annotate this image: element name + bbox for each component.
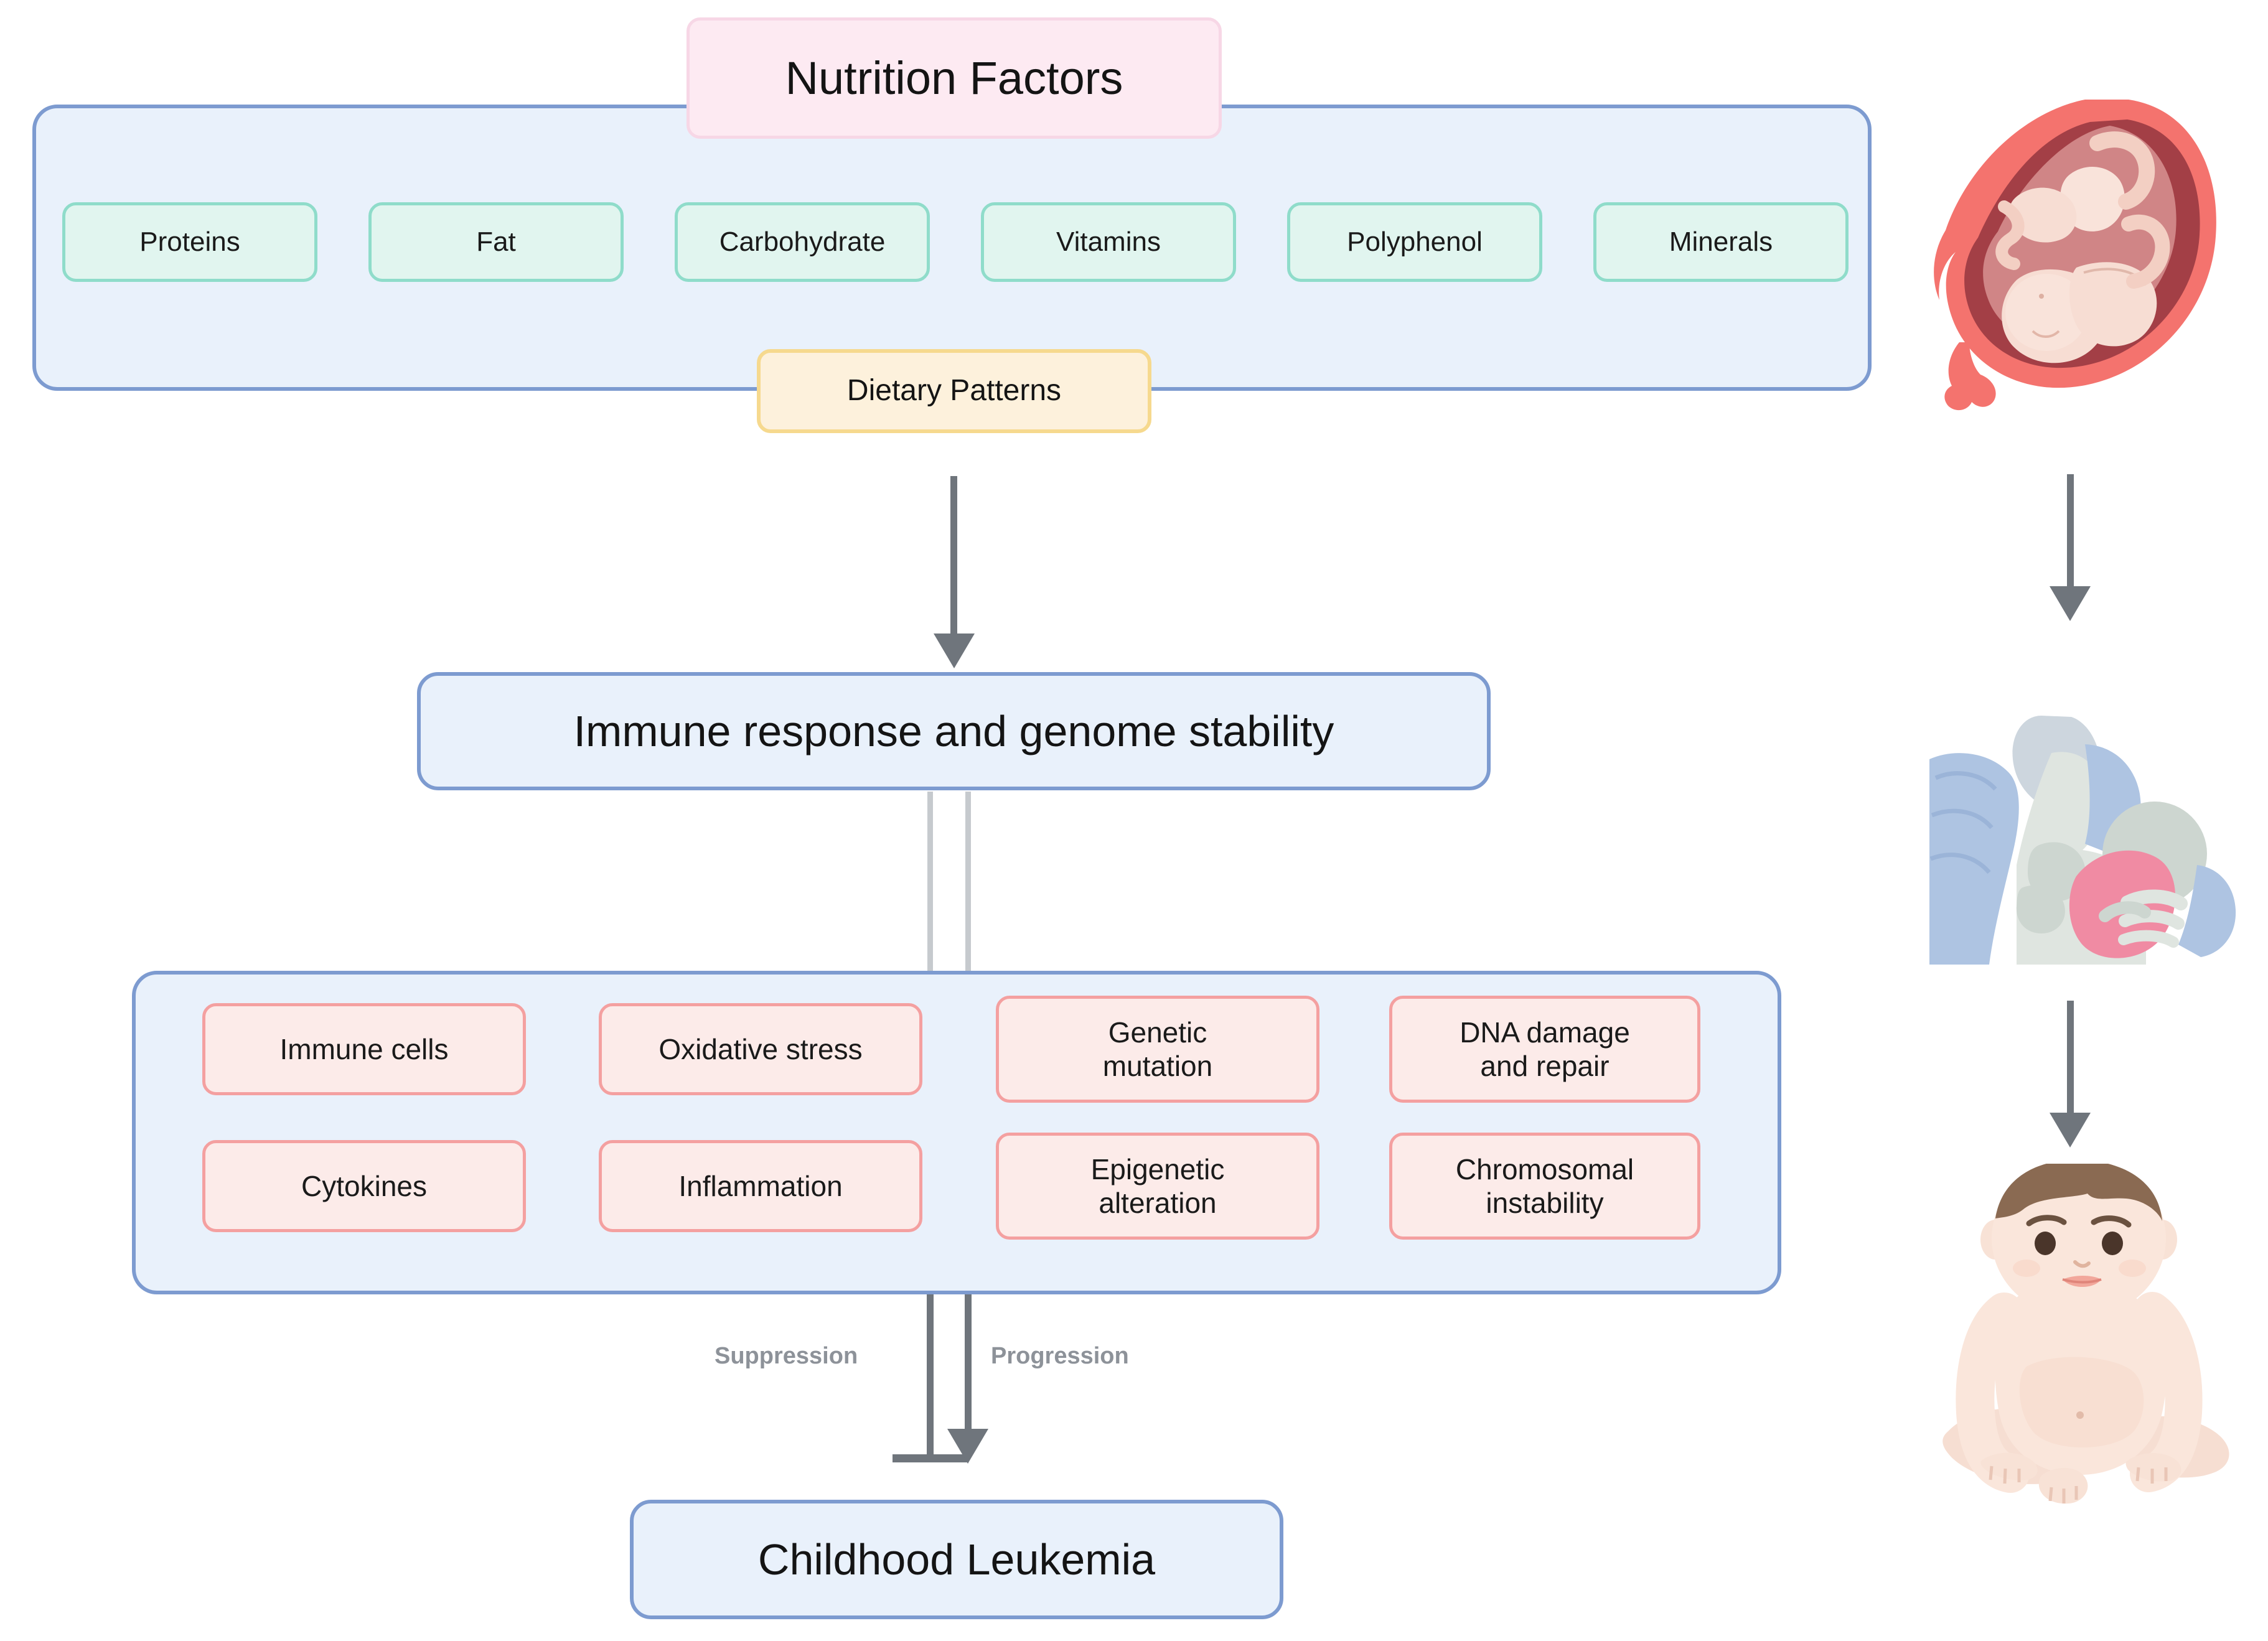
progression-arrow-head xyxy=(947,1429,988,1464)
edge-label-suppression-text: Suppression xyxy=(715,1343,858,1369)
mechanism-chip-label: Chromosomal instability xyxy=(1455,1152,1634,1219)
mechanism-chip-inflammation[interactable]: Inflammation xyxy=(599,1140,922,1232)
nutrition-chip-label: Fat xyxy=(476,227,516,258)
mechanism-chip-oxidative-stress[interactable]: Oxidative stress xyxy=(599,1003,922,1095)
nutrition-chip-minerals[interactable]: Minerals xyxy=(1593,202,1849,282)
mechanism-chip-label: Inflammation xyxy=(678,1169,843,1202)
sitting-infant-illustration xyxy=(1911,1164,2247,1518)
mechanism-chip-label: Oxidative stress xyxy=(658,1032,863,1065)
dietary-patterns-chip[interactable]: Dietary Patterns xyxy=(757,349,1151,433)
mechanism-chip-label: Immune cells xyxy=(279,1032,449,1065)
childhood-leukemia-label: Childhood Leukemia xyxy=(757,1535,1156,1584)
mechanism-chip-label: Genetic mutation xyxy=(1102,1016,1213,1082)
nutrition-chip-carbohydrate[interactable]: Carbohydrate xyxy=(675,202,930,282)
inhibition-shaft-to-leukemia xyxy=(927,1294,934,1461)
fetus-in-utero-illustration xyxy=(1923,75,2228,429)
nutrition-chip-label: Vitamins xyxy=(1056,227,1161,258)
mechanism-chip-genetic-mutation[interactable]: Genetic mutation xyxy=(996,996,1319,1103)
nutrition-chip-label: Polyphenol xyxy=(1347,227,1483,258)
mechanism-chip-label: Cytokines xyxy=(301,1169,427,1202)
immune-response-stage-box[interactable]: Immune response and genome stability xyxy=(417,672,1491,790)
nutrition-chip-polyphenol[interactable]: Polyphenol xyxy=(1287,202,1542,282)
mechanism-chip-label: DNA damage and repair xyxy=(1460,1016,1630,1082)
nutrition-chip-fat[interactable]: Fat xyxy=(368,202,624,282)
arrow-shaft-fetus-to-mother xyxy=(2067,474,2074,592)
mechanism-chip-chromosomal-instability[interactable]: Chromosomal instability xyxy=(1389,1133,1700,1240)
nutrition-chip-vitamins[interactable]: Vitamins xyxy=(981,202,1236,282)
mechanism-chip-epigenetic-alteration[interactable]: Epigenetic alteration xyxy=(996,1133,1319,1240)
breastfeeding-mother-illustration xyxy=(1929,716,2241,965)
nutrition-factors-title-label: Nutrition Factors xyxy=(785,52,1123,104)
nutrition-chip-label: Minerals xyxy=(1669,227,1773,258)
dietary-patterns-label: Dietary Patterns xyxy=(846,374,1062,408)
nutrition-factors-title-chip: Nutrition Factors xyxy=(686,17,1222,139)
nutrition-chip-label: Carbohydrate xyxy=(719,227,886,258)
arrow-head-mother-to-infant xyxy=(2050,1113,2091,1148)
progression-shaft-to-leukemia xyxy=(965,1294,972,1438)
mechanism-chip-dna-damage-and-repair[interactable]: DNA damage and repair xyxy=(1389,996,1700,1103)
immune-response-label: Immune response and genome stability xyxy=(573,706,1334,755)
arrow-shaft-nutrition-to-immune xyxy=(950,476,957,638)
mechanism-chip-cytokines[interactable]: Cytokines xyxy=(202,1140,526,1232)
arrow-head-nutrition-to-immune xyxy=(934,633,975,668)
mechanism-chip-label: Epigenetic alteration xyxy=(1090,1152,1225,1219)
edge-label-progression-text: Progression xyxy=(991,1343,1129,1369)
nutrition-chip-label: Proteins xyxy=(139,227,240,258)
mechanism-chip-immune-cells[interactable]: Immune cells xyxy=(202,1003,526,1095)
childhood-leukemia-outcome-box[interactable]: Childhood Leukemia xyxy=(630,1500,1283,1619)
edge-label-progression: Progression xyxy=(991,1343,1129,1370)
arrow-shaft-mother-to-infant xyxy=(2067,1001,2074,1119)
nutrition-chip-proteins[interactable]: Proteins xyxy=(62,202,317,282)
edge-label-suppression: Suppression xyxy=(715,1343,858,1370)
arrow-head-fetus-to-mother xyxy=(2050,586,2091,621)
